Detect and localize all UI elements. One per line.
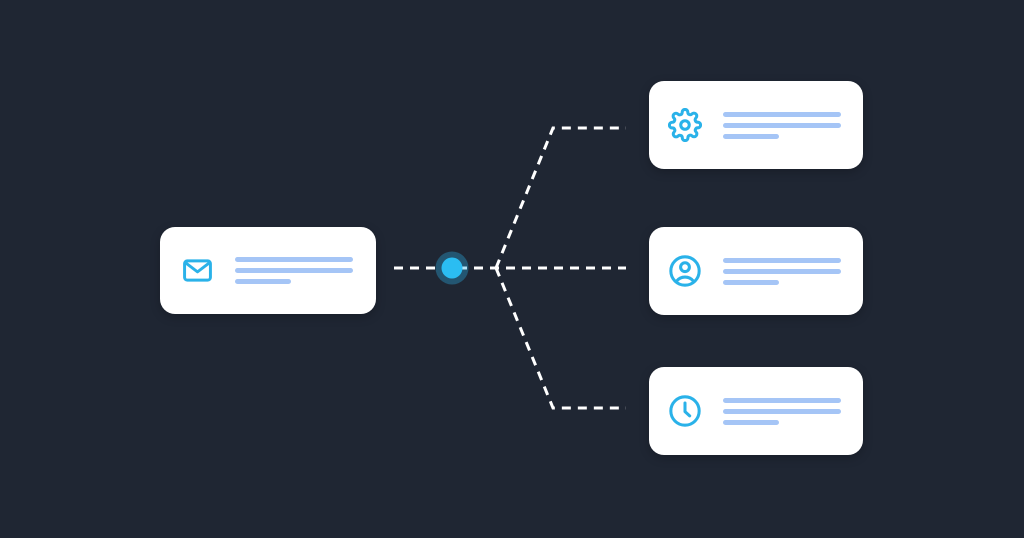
skeleton-line <box>723 257 841 263</box>
source-card <box>160 227 376 314</box>
skeleton-line <box>235 279 291 284</box>
skeleton-line <box>723 268 841 274</box>
skeleton-line <box>235 268 353 273</box>
target-card-clock <box>649 367 863 455</box>
skeleton-line <box>723 133 779 139</box>
hub-node-dot <box>435 251 469 285</box>
skeleton-text-block <box>723 257 841 285</box>
gear-icon <box>668 108 702 142</box>
skeleton-text-block <box>723 111 841 139</box>
target-card-settings <box>649 81 863 169</box>
skeleton-line <box>723 279 779 285</box>
connector-top <box>494 126 626 269</box>
target-card-user <box>649 227 863 315</box>
mail-icon <box>181 254 214 287</box>
skeleton-line <box>723 397 841 403</box>
clock-icon <box>668 394 702 428</box>
user-icon <box>668 254 702 288</box>
skeleton-line <box>723 419 779 425</box>
connector-bottom <box>494 267 626 410</box>
skeleton-text-block <box>235 257 353 284</box>
skeleton-line <box>723 122 841 128</box>
skeleton-text-block <box>723 397 841 425</box>
skeleton-line <box>723 408 841 414</box>
skeleton-line <box>723 111 841 117</box>
skeleton-line <box>235 257 353 262</box>
